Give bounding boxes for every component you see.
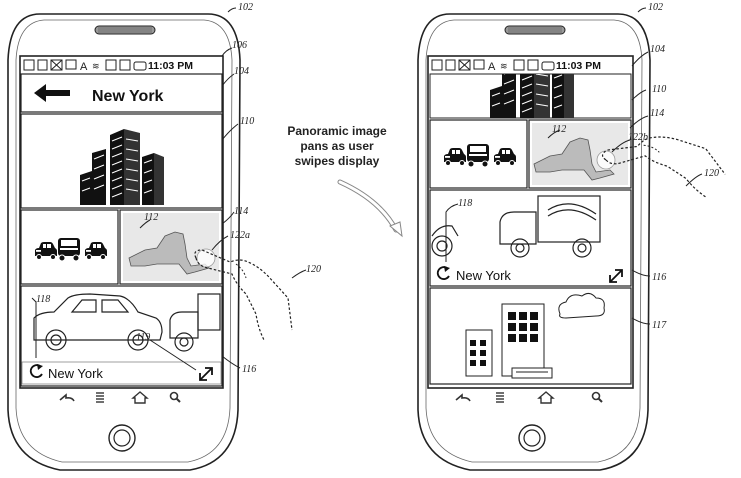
caption-line-2: pans as user [300, 139, 374, 153]
ref-finger: 120 [704, 168, 719, 179]
ref-status-bar: 106 [232, 40, 247, 51]
home-icon[interactable] [537, 391, 555, 404]
car-illustration [431, 225, 459, 257]
expand-icon[interactable] [609, 269, 623, 283]
phone-back-icon[interactable] [455, 393, 471, 402]
caption: Panoramic image pans as user swipes disp… [287, 124, 387, 168]
status-time: 11:03 PM [556, 60, 601, 72]
ref-tile-top: 110 [240, 116, 254, 127]
ref-touch-point: 122a [230, 230, 250, 241]
status-time: 11:03 PM [148, 60, 193, 72]
tile-city[interactable] [20, 113, 223, 209]
status-bar: A ≋ 11:03 PM [22, 58, 221, 73]
svg-text:≋: ≋ [92, 61, 100, 71]
header-title: New York [92, 88, 164, 105]
trackball[interactable] [518, 424, 546, 452]
refresh-icon[interactable] [436, 266, 450, 280]
ref-touch-point: 122b [628, 132, 648, 143]
tile-city[interactable] [429, 44, 632, 120]
ref-phone: 102 [648, 2, 663, 13]
expand-icon[interactable] [199, 367, 213, 381]
soft-keys [455, 391, 603, 404]
left-phone: A ≋ 11:03 PM New York [7, 2, 321, 471]
ref-panel-map: 114 [234, 206, 248, 217]
ref-panorama-panel: 116 [652, 272, 666, 283]
status-bar: A ≋ 11:03 PM [431, 59, 601, 73]
search-icon[interactable] [591, 391, 603, 403]
cloud-illustration [558, 292, 605, 319]
menu-icon[interactable] [96, 392, 104, 403]
ref-refresh: 118 [36, 294, 50, 305]
phone-back-icon[interactable] [59, 393, 75, 402]
soft-keys [59, 391, 181, 404]
ref-expand: 119 [136, 332, 150, 343]
truck-illustration [499, 195, 601, 258]
car-illustration [33, 293, 163, 351]
right-phone: A ≋ 11:03 PM [417, 2, 731, 471]
truck-illustration [169, 293, 221, 352]
caption-line-1: Panoramic image [287, 124, 387, 138]
ref-finger: 120 [306, 264, 321, 275]
refresh-icon[interactable] [29, 364, 43, 378]
ref-tile-top: 110 [652, 84, 666, 95]
svg-text:≋: ≋ [500, 61, 508, 71]
panel-caption: New York [456, 268, 511, 283]
menu-icon[interactable] [496, 392, 504, 403]
ref-refresh: 118 [458, 198, 472, 209]
back-arrow-icon[interactable] [34, 84, 70, 102]
ref-tile-map: 112 [552, 124, 566, 135]
panorama-panel[interactable]: New York [429, 189, 632, 287]
ref-screen: 104 [650, 44, 665, 55]
panorama-panel[interactable]: New York [20, 285, 223, 387]
header: New York [20, 73, 223, 113]
trackball[interactable] [108, 424, 136, 452]
home-icon[interactable] [131, 391, 149, 404]
bottom-panel[interactable] [429, 287, 632, 385]
tile-traffic[interactable] [429, 119, 528, 189]
tile-traffic[interactable] [20, 209, 119, 285]
svg-text:A: A [488, 61, 496, 73]
search-icon[interactable] [169, 391, 181, 403]
ref-bottom-panel: 117 [652, 320, 667, 331]
building-illustration [465, 303, 553, 379]
svg-text:A: A [80, 61, 88, 73]
ref-tile-map: 112 [144, 212, 158, 223]
caption-line-3: swipes display [295, 154, 380, 168]
reference-labels: 102 104 110 114 112 122b 120 118 116 117 [445, 2, 719, 331]
tile-map[interactable] [528, 119, 632, 189]
ref-screen: 104 [234, 66, 249, 77]
swipe-arrow [337, 179, 403, 238]
tile-map[interactable] [119, 209, 223, 285]
panel-caption: New York [48, 366, 103, 381]
touch-point-icon [196, 248, 216, 268]
reference-labels: 102 106 104 110 112 114 122a 120 118 119… [31, 2, 321, 375]
ref-phone: 102 [238, 2, 253, 13]
ref-panel-map: 114 [650, 108, 664, 119]
ref-panorama-panel: 116 [242, 364, 256, 375]
